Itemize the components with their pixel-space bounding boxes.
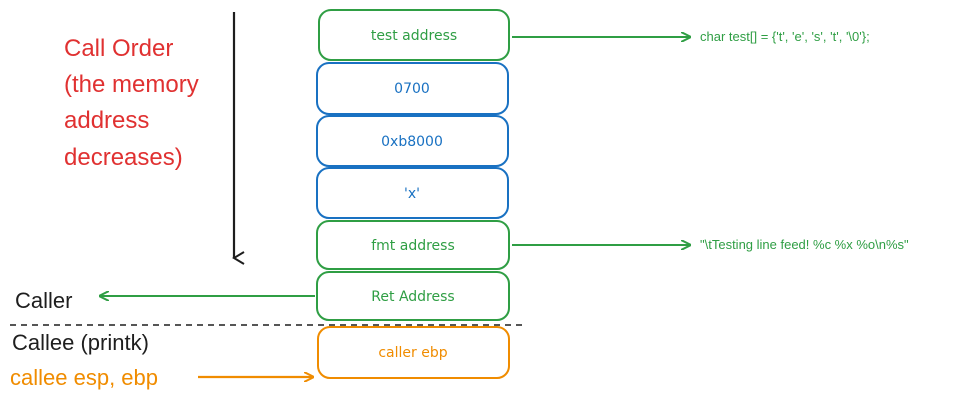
stack-box-fmt-address: fmt address: [316, 220, 510, 270]
stack-box-6-rect: [317, 326, 510, 379]
stack-box-0xb8000: 0xb8000: [316, 115, 509, 167]
stack-box-ret-address: Ret Address: [316, 271, 510, 321]
stack-box-test-address: test address: [318, 9, 510, 61]
stack-box-3-label: 'x': [404, 186, 420, 202]
stack-box-caller-ebp: caller ebp: [317, 326, 510, 379]
stack-box-0-label: test address: [371, 28, 457, 44]
stack-box-2-label: 0xb8000: [381, 134, 443, 150]
title-line-3: address: [64, 107, 149, 134]
test-note-text: char test[] = {'t', 'e', 's', 't', '\0'}…: [700, 29, 870, 44]
stack-box-4-label: fmt address: [371, 238, 455, 254]
fmt-note-text: "\tTesting line feed! %c %x %o\n%s": [700, 237, 909, 252]
stack-box-5-label: Ret Address: [371, 289, 454, 305]
stack-box-6-label: caller ebp: [378, 345, 447, 361]
stack-box-x-char: 'x': [316, 167, 509, 219]
stack-box-1-rect: [316, 62, 509, 115]
callee-regs-label: callee esp, ebp: [10, 365, 158, 390]
title-line-1: Call Order: [64, 35, 173, 62]
stack-box-2-rect: [316, 115, 509, 167]
stack-box-5-rect: [316, 271, 510, 321]
stack-box-4-rect: [316, 220, 510, 270]
caller-label: Caller: [15, 288, 72, 313]
title-line-4: decreases): [64, 144, 183, 171]
title-line-2: (the memory: [64, 71, 199, 98]
stack-box-0700: 0700: [316, 62, 509, 115]
stack-box-0-rect: [318, 9, 510, 61]
stack-box-1-label: 0700: [394, 81, 430, 97]
callee-label: Callee (printk): [12, 330, 149, 355]
stack-box-3-rect: [316, 167, 509, 219]
